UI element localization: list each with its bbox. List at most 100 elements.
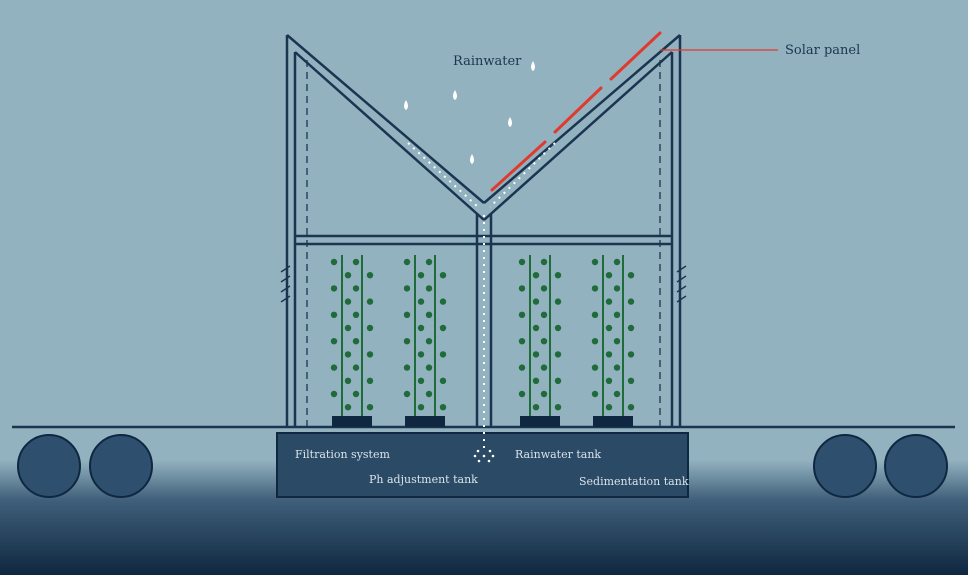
planter-base xyxy=(332,416,372,427)
plant-leaf xyxy=(605,377,613,384)
plant-leaf xyxy=(605,298,613,305)
wheel xyxy=(89,434,153,498)
planter-base xyxy=(405,416,445,427)
plant-leaf xyxy=(518,390,526,398)
plant-leaf xyxy=(425,390,433,398)
plant-leaf xyxy=(554,404,562,411)
inner-walls xyxy=(306,60,661,427)
plant-leaf xyxy=(554,298,562,305)
solar-panel xyxy=(490,31,662,192)
plant-leaf xyxy=(366,272,374,279)
wheel xyxy=(17,434,81,498)
plant-leaf xyxy=(518,364,526,371)
plant-leaf xyxy=(352,338,360,345)
wall-vents xyxy=(280,265,687,303)
plant-leaf xyxy=(532,377,540,384)
plant-leaf xyxy=(330,338,338,345)
plant-leaf xyxy=(352,390,360,398)
plant-leaf xyxy=(518,285,526,292)
plant-leaf xyxy=(532,298,540,305)
wheel xyxy=(813,434,877,498)
plant-leaf xyxy=(605,324,613,332)
wheel xyxy=(884,434,948,498)
plant-leaf xyxy=(591,338,599,345)
plant-leaf xyxy=(532,272,540,279)
plant-leaf xyxy=(439,351,447,358)
plant-leaf xyxy=(540,364,548,371)
solar-panel-label: Solar panel xyxy=(785,43,861,58)
plant-leaf xyxy=(330,311,338,318)
plant-leaf xyxy=(605,404,613,411)
plant-leaf xyxy=(417,272,425,279)
plant-leaf xyxy=(591,258,599,266)
plant-leaf xyxy=(591,311,599,318)
plant-leaf xyxy=(554,272,562,279)
plant-leaf xyxy=(403,390,411,398)
plant-leaf xyxy=(627,298,635,305)
plant-leaf xyxy=(439,404,447,411)
plant-leaf xyxy=(439,272,447,279)
plant-tower xyxy=(518,255,562,427)
plant-leaf xyxy=(366,377,374,384)
plant-tower xyxy=(591,255,635,427)
water-flow xyxy=(407,142,556,448)
plant-leaf xyxy=(613,390,621,398)
tank-block xyxy=(276,432,689,498)
plant-leaf xyxy=(330,390,338,398)
plant-leaf xyxy=(540,338,548,345)
rainwater-tank-label: Rainwater tank xyxy=(515,448,602,461)
plant-leaf xyxy=(417,351,425,358)
plant-leaf xyxy=(425,364,433,371)
plant-leaf xyxy=(366,324,374,332)
plant-leaf xyxy=(403,364,411,371)
plant-leaf xyxy=(425,285,433,292)
plant-leaf xyxy=(518,258,526,266)
plant-leaf xyxy=(554,351,562,358)
plant-leaf xyxy=(366,298,374,305)
plant-tower xyxy=(330,255,374,427)
plant-leaf xyxy=(403,258,411,266)
plant-leaf xyxy=(330,258,338,266)
plant-leaf xyxy=(591,390,599,398)
plant-leaf xyxy=(344,404,352,411)
filtration-system-label: Filtration system xyxy=(295,448,390,461)
plant-leaf xyxy=(352,285,360,292)
plant-leaf xyxy=(518,311,526,318)
plant-leaf xyxy=(554,324,562,332)
plant-leaf xyxy=(352,364,360,371)
plant-leaf xyxy=(403,311,411,318)
plant-leaf xyxy=(425,258,433,266)
plant-leaf xyxy=(554,377,562,384)
ph-adjustment-tank-label: Ph adjustment tank xyxy=(369,473,478,486)
plant-leaf xyxy=(344,377,352,384)
plant-leaf xyxy=(627,324,635,332)
plant-leaf xyxy=(425,338,433,345)
raindrop-icon xyxy=(531,61,535,71)
raindrop-icon xyxy=(453,90,457,100)
plant-leaf xyxy=(540,390,548,398)
plant-leaf xyxy=(627,377,635,384)
plant-leaf xyxy=(613,364,621,371)
plant-leaf xyxy=(403,285,411,292)
plant-leaf xyxy=(613,338,621,345)
plant-tower xyxy=(403,255,447,427)
plant-leaf xyxy=(532,404,540,411)
raindrops xyxy=(404,61,535,164)
plant-leaf xyxy=(366,404,374,411)
plant-leaf xyxy=(352,311,360,318)
plant-leaf xyxy=(540,258,548,266)
plant-leaf xyxy=(540,285,548,292)
raindrop-icon xyxy=(508,117,512,127)
plant-leaf xyxy=(330,364,338,371)
water-spray xyxy=(473,449,495,463)
plant-leaf xyxy=(627,272,635,279)
planter-base xyxy=(520,416,560,427)
planter-base xyxy=(593,416,633,427)
plant-leaf xyxy=(613,258,621,266)
rainwater-label: Rainwater xyxy=(453,54,522,69)
plant-leaf xyxy=(417,377,425,384)
plant-leaf xyxy=(417,324,425,332)
plant-leaf xyxy=(613,285,621,292)
plant-leaf xyxy=(417,298,425,305)
